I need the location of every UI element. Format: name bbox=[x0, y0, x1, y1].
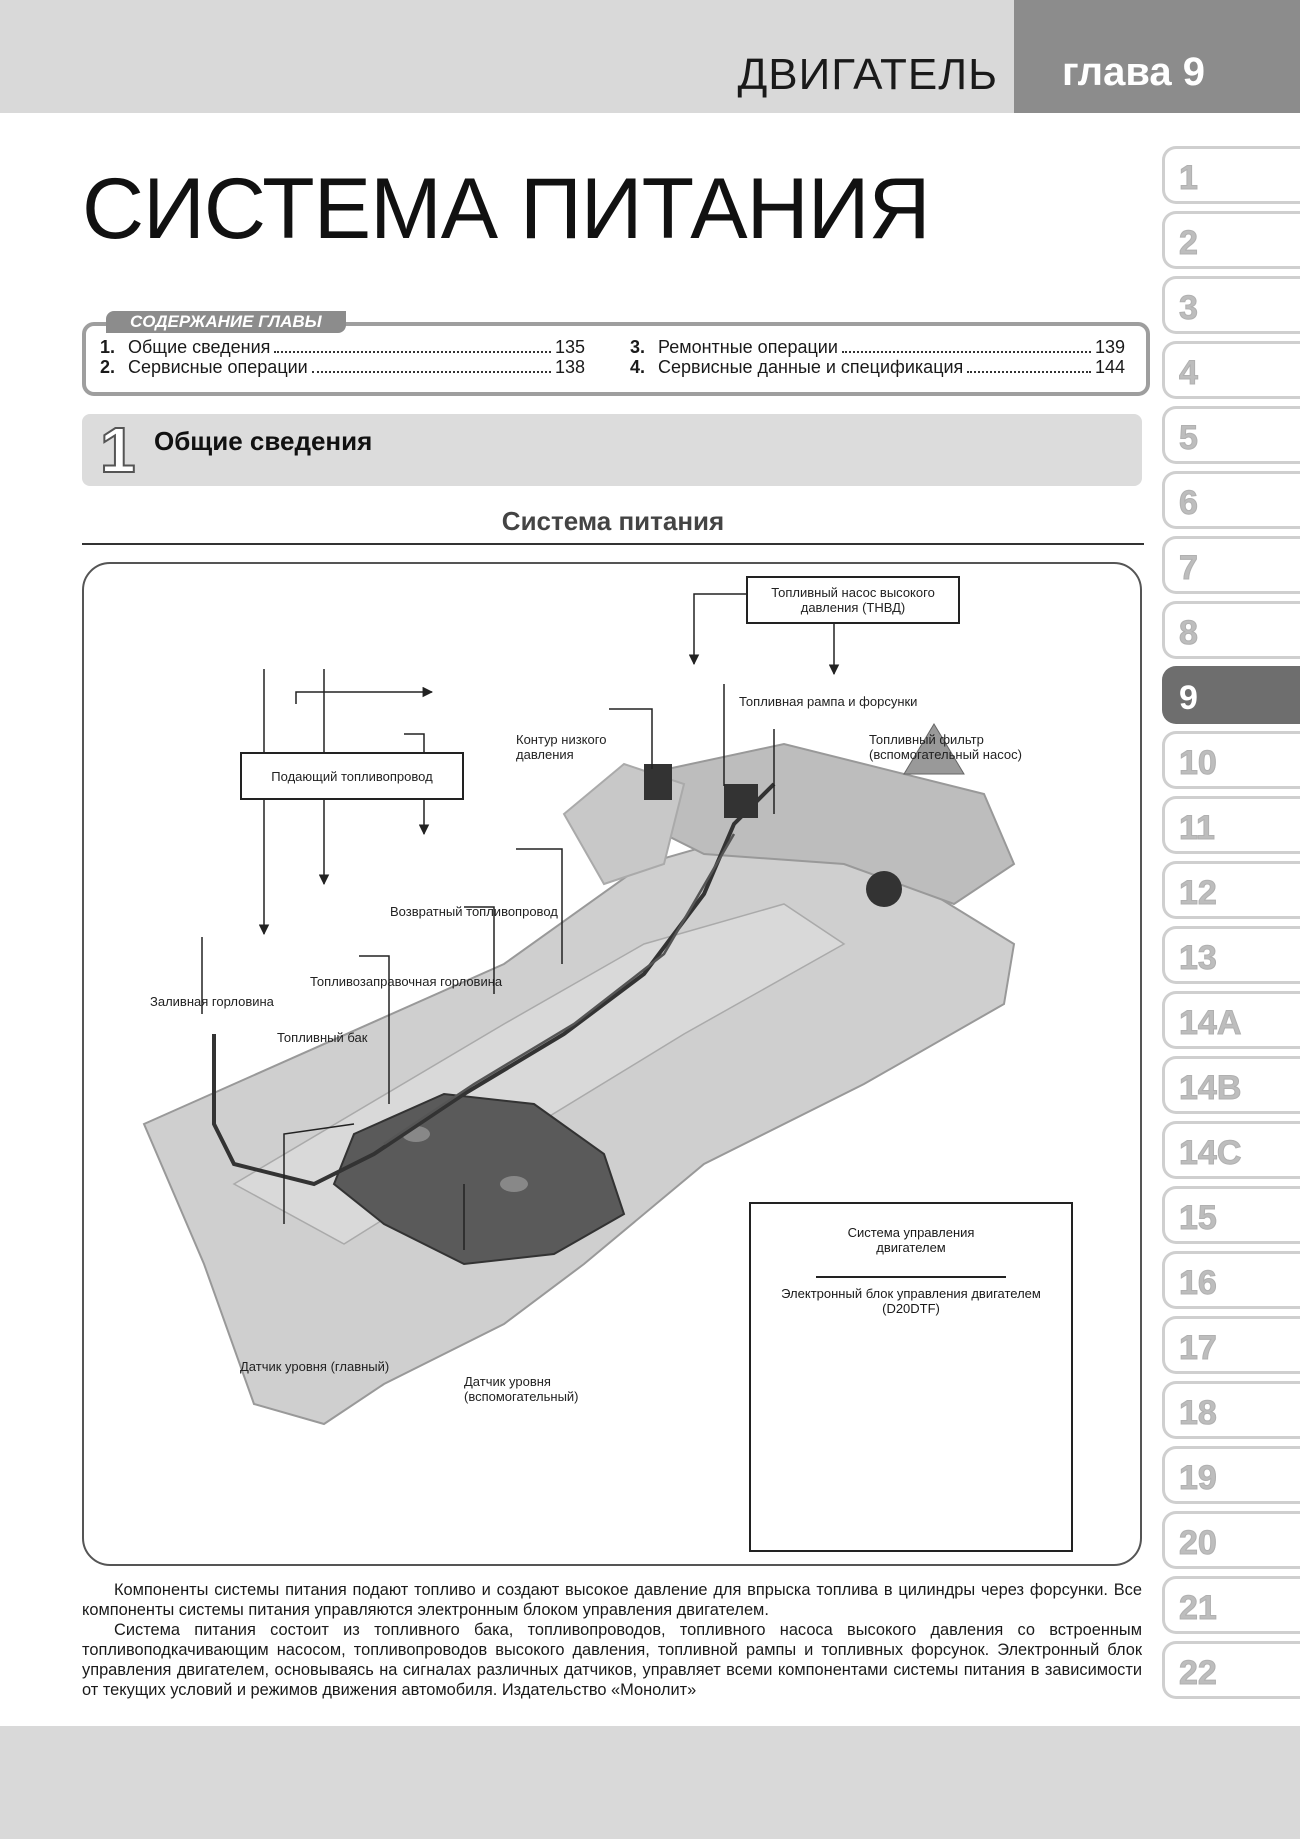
toc-item[interactable]: 3. Ремонтные операции 139 bbox=[630, 337, 1125, 358]
label-refuel-neck: Топливозаправочная горловина bbox=[310, 974, 503, 989]
label-return-line: Возвратный топливопровод bbox=[390, 904, 558, 919]
toc-dots bbox=[967, 357, 1091, 373]
tab-17[interactable]: 17 bbox=[1162, 1316, 1300, 1374]
ecu-panel: Система управления двигателем Электронны… bbox=[749, 1202, 1073, 1552]
tab-8[interactable]: 8 bbox=[1162, 601, 1300, 659]
chapter-box: глава 9 bbox=[1014, 0, 1300, 113]
tab-12[interactable]: 12 bbox=[1162, 861, 1300, 919]
tab-6[interactable]: 6 bbox=[1162, 471, 1300, 529]
label-low-pressure: Контур низкого давления bbox=[516, 732, 607, 762]
section-number: 1 bbox=[99, 414, 137, 486]
tab-4[interactable]: 4 bbox=[1162, 341, 1300, 399]
label-ecu-unit: Электронный блок управления двигателем (… bbox=[781, 1286, 1041, 1316]
chapter-label: глава 9 bbox=[1062, 50, 1205, 94]
tab-16[interactable]: 16 bbox=[1162, 1251, 1300, 1309]
paragraph: Система питания состоит из топливного ба… bbox=[82, 1621, 1142, 1699]
figure-frame: Топливный насос высокого давления (ТНВД)… bbox=[82, 562, 1142, 1566]
tab-14b[interactable]: 14B bbox=[1162, 1056, 1300, 1114]
toc-item[interactable]: 2. Сервисные операции 138 bbox=[100, 357, 585, 378]
toc-text: Ремонтные операции bbox=[658, 337, 838, 357]
section-title: Общие сведения bbox=[154, 426, 373, 456]
tab-2[interactable]: 2 bbox=[1162, 211, 1300, 269]
tab-3[interactable]: 3 bbox=[1162, 276, 1300, 334]
label-sensor-main: Датчик уровня (главный) bbox=[240, 1359, 390, 1374]
toc-dots bbox=[311, 357, 551, 373]
label-supply-line: Подающий топливопровод bbox=[240, 752, 464, 800]
tab-20[interactable]: 20 bbox=[1162, 1511, 1300, 1569]
tab-15[interactable]: 15 bbox=[1162, 1186, 1300, 1244]
toc-num: 2. bbox=[100, 357, 116, 377]
toc-dots bbox=[841, 337, 1091, 353]
tab-21[interactable]: 21 bbox=[1162, 1576, 1300, 1634]
toc-item[interactable]: 1. Общие сведения 135 bbox=[100, 337, 585, 358]
label-filter: Топливный фильтр (вспомогательный насос) bbox=[869, 732, 1022, 762]
toc-num: 1. bbox=[100, 337, 116, 357]
toc-num: 3. bbox=[630, 337, 646, 357]
section-band: 1 Общие сведения bbox=[82, 414, 1142, 486]
toc-item[interactable]: 4. Сервисные данные и спецификация 144 bbox=[630, 357, 1125, 378]
tab-10[interactable]: 10 bbox=[1162, 731, 1300, 789]
label-filler-neck: Заливная горловина bbox=[150, 994, 274, 1009]
tab-14a[interactable]: 14A bbox=[1162, 991, 1300, 1049]
page-title: СИСТЕМА ПИТАНИЯ bbox=[82, 161, 931, 257]
toc-text: Сервисные данные и спецификация bbox=[658, 357, 964, 377]
paragraph: Компоненты системы питания подают топлив… bbox=[82, 1581, 1142, 1619]
label-sensor-aux: Датчик уровня (вспомогательный) bbox=[464, 1374, 579, 1404]
tab-1[interactable]: 1 bbox=[1162, 146, 1300, 204]
toc-page: 135 bbox=[555, 337, 586, 357]
figure-rule bbox=[82, 543, 1144, 545]
contents-box bbox=[82, 322, 1150, 396]
toc-page: 138 bbox=[555, 357, 586, 377]
label-rail: Топливная рампа и форсунки bbox=[739, 694, 918, 709]
toc-page: 139 bbox=[1095, 337, 1126, 357]
toc-dots bbox=[274, 337, 551, 353]
tab-7[interactable]: 7 bbox=[1162, 536, 1300, 594]
section-name: ДВИГАТЕЛЬ bbox=[737, 50, 998, 99]
tab-5[interactable]: 5 bbox=[1162, 406, 1300, 464]
label-hp-pump: Топливный насос высокого давления (ТНВД) bbox=[746, 576, 960, 624]
figure-caption: Система питания bbox=[501, 506, 725, 536]
contents-tab-label: СОДЕРЖАНИЕ ГЛАВЫ bbox=[106, 311, 346, 333]
tab-9[interactable]: 9 bbox=[1162, 666, 1300, 724]
tab-13[interactable]: 13 bbox=[1162, 926, 1300, 984]
toc-text: Сервисные операции bbox=[128, 357, 308, 377]
label-ecu-system: Система управления двигателем bbox=[816, 1204, 1006, 1278]
label-tank: Топливный бак bbox=[277, 1030, 368, 1045]
tab-14c[interactable]: 14C bbox=[1162, 1121, 1300, 1179]
body-text: Компоненты системы питания подают топлив… bbox=[82, 1580, 1142, 1700]
toc-text: Общие сведения bbox=[128, 337, 271, 357]
tab-18[interactable]: 18 bbox=[1162, 1381, 1300, 1439]
toc-page: 144 bbox=[1095, 357, 1126, 377]
tab-22[interactable]: 22 bbox=[1162, 1641, 1300, 1699]
toc-num: 4. bbox=[630, 357, 646, 377]
footer-bar bbox=[0, 1726, 1300, 1839]
tab-19[interactable]: 19 bbox=[1162, 1446, 1300, 1504]
tab-11[interactable]: 11 bbox=[1162, 796, 1300, 854]
